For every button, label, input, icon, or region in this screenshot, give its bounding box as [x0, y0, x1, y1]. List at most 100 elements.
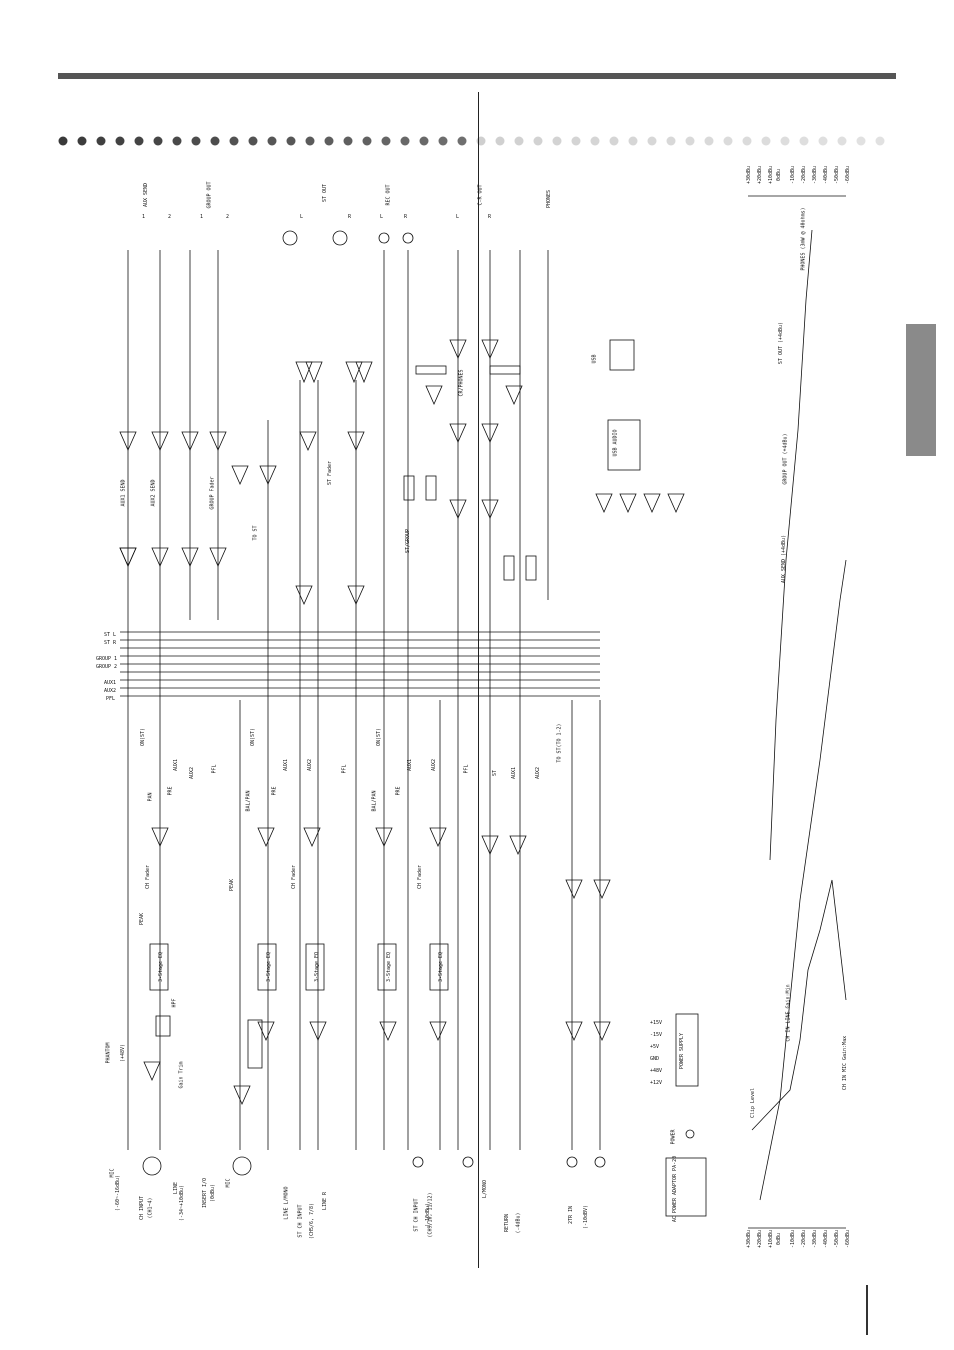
label-level-scale-top-4: -10dBu: [790, 165, 797, 185]
dot: [685, 136, 695, 146]
label-level-aux-send: AUX SEND (+4dBu): [781, 534, 788, 584]
label-mic-level: (-60~-16dBu): [115, 1174, 122, 1212]
dot: [742, 136, 752, 146]
label-level-scale-top-2: +10dBu: [768, 165, 775, 185]
label-ch-fader-2: CH Fader: [291, 864, 298, 890]
label-level-scale-top-6: -30dBu: [812, 165, 819, 185]
label-st-ch-input-sub: (CH5/6, 7/8): [309, 1202, 316, 1240]
label-bal-pan-2: BAL/PAN: [371, 790, 378, 812]
dot: [305, 136, 315, 146]
label-gain-trim: Gain Trim: [178, 1061, 185, 1089]
dot: [704, 136, 714, 146]
label-st-ch-input-b: ST CH INPUT: [413, 1198, 420, 1232]
dot: [96, 136, 106, 146]
dot: [248, 136, 258, 146]
label-eq-3: 3-Stage EQ: [314, 951, 321, 983]
label-out-r-1: R: [348, 214, 352, 220]
label-level-scale-bot-2: +10dBu: [768, 1229, 775, 1249]
label-st-ch-input: ST CH INPUT: [297, 1204, 304, 1238]
label-aux2-4: AUX2: [535, 766, 542, 780]
label-group-fader: GROUP Fader: [209, 476, 216, 510]
dot-row: [58, 136, 885, 146]
label-st-out: ST OUT: [322, 183, 329, 203]
label-usb: USB: [591, 354, 598, 364]
label-line-level: (-34~+10dBu): [179, 1184, 186, 1222]
label-ch-mic: CH IN MIC Gain:Max: [842, 1035, 849, 1091]
label-cr-out: C-R OUT: [477, 184, 484, 206]
label-level-scale-bot-1: +20dBu: [757, 1229, 764, 1249]
label-line-l-mono: LINE L/MONO: [283, 1186, 290, 1220]
label-group-out: GROUP OUT: [206, 181, 213, 209]
label-to-st-12: TO ST(TO 1-2): [556, 723, 563, 763]
label-out-1b: 1: [200, 214, 204, 220]
dot: [609, 136, 619, 146]
label-level-scale-top-7: -40dBu: [823, 165, 830, 185]
label-rail-1: -15V: [650, 1032, 663, 1038]
label-ch-line: CH IN LINE Gain:Min: [785, 984, 792, 1042]
header-rule: [58, 73, 896, 79]
label-pfl-1: PFL: [211, 764, 218, 774]
label-st-fader: ST Fader: [327, 460, 334, 486]
label-aux2-3: AUX2: [431, 758, 438, 772]
dot: [267, 136, 277, 146]
label-to-st: TO ST: [252, 525, 259, 541]
label-out-l-2: L: [380, 214, 384, 220]
label-aux1-send: AUX1 SEND: [120, 479, 127, 507]
label-pre-1: PRE: [167, 786, 174, 796]
dot: [666, 136, 676, 146]
label-out-l-3: L: [456, 214, 460, 220]
dot: [761, 136, 771, 146]
label-power: POWER: [670, 1129, 677, 1145]
label-out-l-1: L: [300, 214, 304, 220]
dot: [514, 136, 524, 146]
label-eq-5: 3-Stage EQ: [438, 951, 445, 983]
label-level-scale-top-8: -50dBu: [834, 165, 841, 185]
label-level-scale-top-5: -20dBu: [801, 165, 808, 185]
label-insert: INSERT I/O: [202, 1177, 209, 1209]
label-phones: PHONES: [546, 189, 553, 209]
dot: [229, 136, 239, 146]
label-rec-out: REC OUT: [385, 184, 392, 206]
label-on-st-1: ON(ST): [140, 727, 147, 747]
label-aux-send: AUX SEND: [143, 182, 150, 208]
dot: [457, 136, 467, 146]
label-cr-phones: CR/PHONES: [458, 369, 465, 397]
label-rail-2: +5V: [650, 1044, 660, 1050]
label-level-scale-bot-4: -10dBu: [790, 1229, 797, 1249]
label-level-scale-top-0: +30dBu: [746, 165, 753, 185]
label-st-ch-input-b-level: (-10dBu): [425, 1202, 432, 1228]
dot: [153, 136, 163, 146]
label-eq-4: 3-Stage EQ: [386, 951, 393, 983]
label-aux1-2: AUX1: [283, 758, 290, 772]
dot: [77, 136, 87, 146]
label-level-scale-bot-9: -60dBu: [845, 1229, 852, 1249]
dot: [381, 136, 391, 146]
label-aux1-4: AUX1: [511, 766, 518, 780]
label-eq-2: 3-Stage EQ: [266, 951, 273, 983]
label-bus-3: GROUP 2: [96, 664, 118, 670]
label-level-group-out: GROUP OUT (+4dBu): [782, 433, 789, 485]
label-level-scale-top-1: +20dBu: [757, 165, 764, 185]
label-aux1-3: AUX1: [407, 758, 414, 772]
label-hpf: HPF: [171, 998, 178, 1008]
label-2tr-in: 2TR IN: [568, 1205, 575, 1225]
dot: [818, 136, 828, 146]
dot: [343, 136, 353, 146]
label-bus-0: ST L: [104, 632, 117, 638]
dot: [324, 136, 334, 146]
page-number-rule: [866, 1285, 868, 1335]
dot: [495, 136, 505, 146]
label-l-mono: L/MONO: [482, 1179, 489, 1199]
label-out-r-3: R: [488, 214, 492, 220]
label-eq-1: 3-Stage EQ: [158, 951, 165, 983]
label-pan: PAN: [147, 792, 154, 802]
label-pfl-3: PFL: [463, 764, 470, 774]
dot: [780, 136, 790, 146]
dot: [210, 136, 220, 146]
dot: [362, 136, 372, 146]
label-bus-1: ST R: [104, 640, 117, 646]
dot: [533, 136, 543, 146]
dot: [400, 136, 410, 146]
